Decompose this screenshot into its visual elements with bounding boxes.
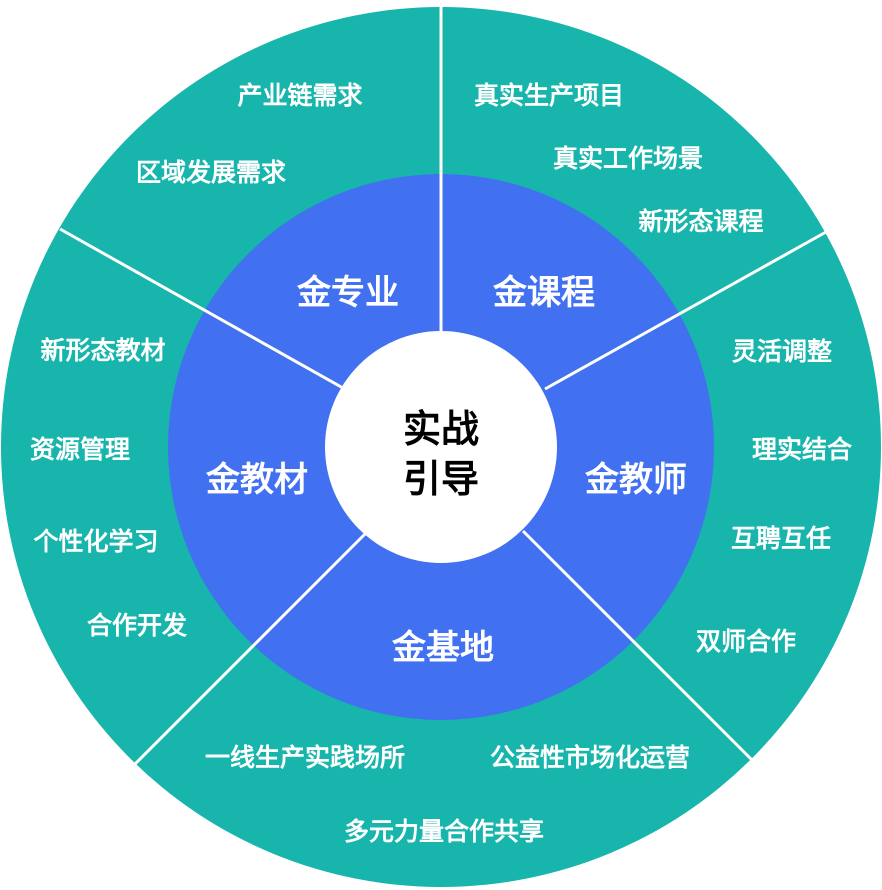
teacher-item: 双师合作 [696,627,796,656]
teacher-item: 理实结合 [752,435,853,464]
base-item: 公益性市场化运营 [490,743,690,772]
segment-dividers [59,0,827,766]
base-item: 一线生产实践场所 [205,743,405,772]
course-item: 真实生产项目 [474,81,624,110]
segment-label-textbook: 金教材 [205,460,308,500]
teacher-item: 互聘互任 [731,524,831,553]
divider-upper-left [59,227,344,390]
segment-label-course: 金课程 [492,273,595,313]
major-item: 产业链需求 [237,81,362,110]
textbook-item: 个性化学习 [33,527,158,556]
textbook-item: 合作开发 [87,611,187,640]
teacher-item: 灵活调整 [732,337,832,366]
course-item: 真实工作场景 [553,144,703,173]
divider-lower-right [521,529,754,762]
divider-upper-right [544,230,827,391]
textbook-item: 资源管理 [30,435,130,464]
segment-label-base: 金基地 [391,628,494,668]
segment-label-major: 金专业 [296,273,399,313]
base-item: 多元力量合作共享 [344,817,544,846]
center-title-line2: 引导 [403,457,479,501]
divider-lower-left [133,531,368,766]
center-circle [325,331,557,563]
segment-label-teacher: 金教师 [584,460,687,500]
major-item: 区域发展需求 [136,158,286,187]
textbook-item: 新形态教材 [40,336,165,365]
center-title-line1: 实战 [403,407,479,451]
course-item: 新形态课程 [638,207,763,236]
